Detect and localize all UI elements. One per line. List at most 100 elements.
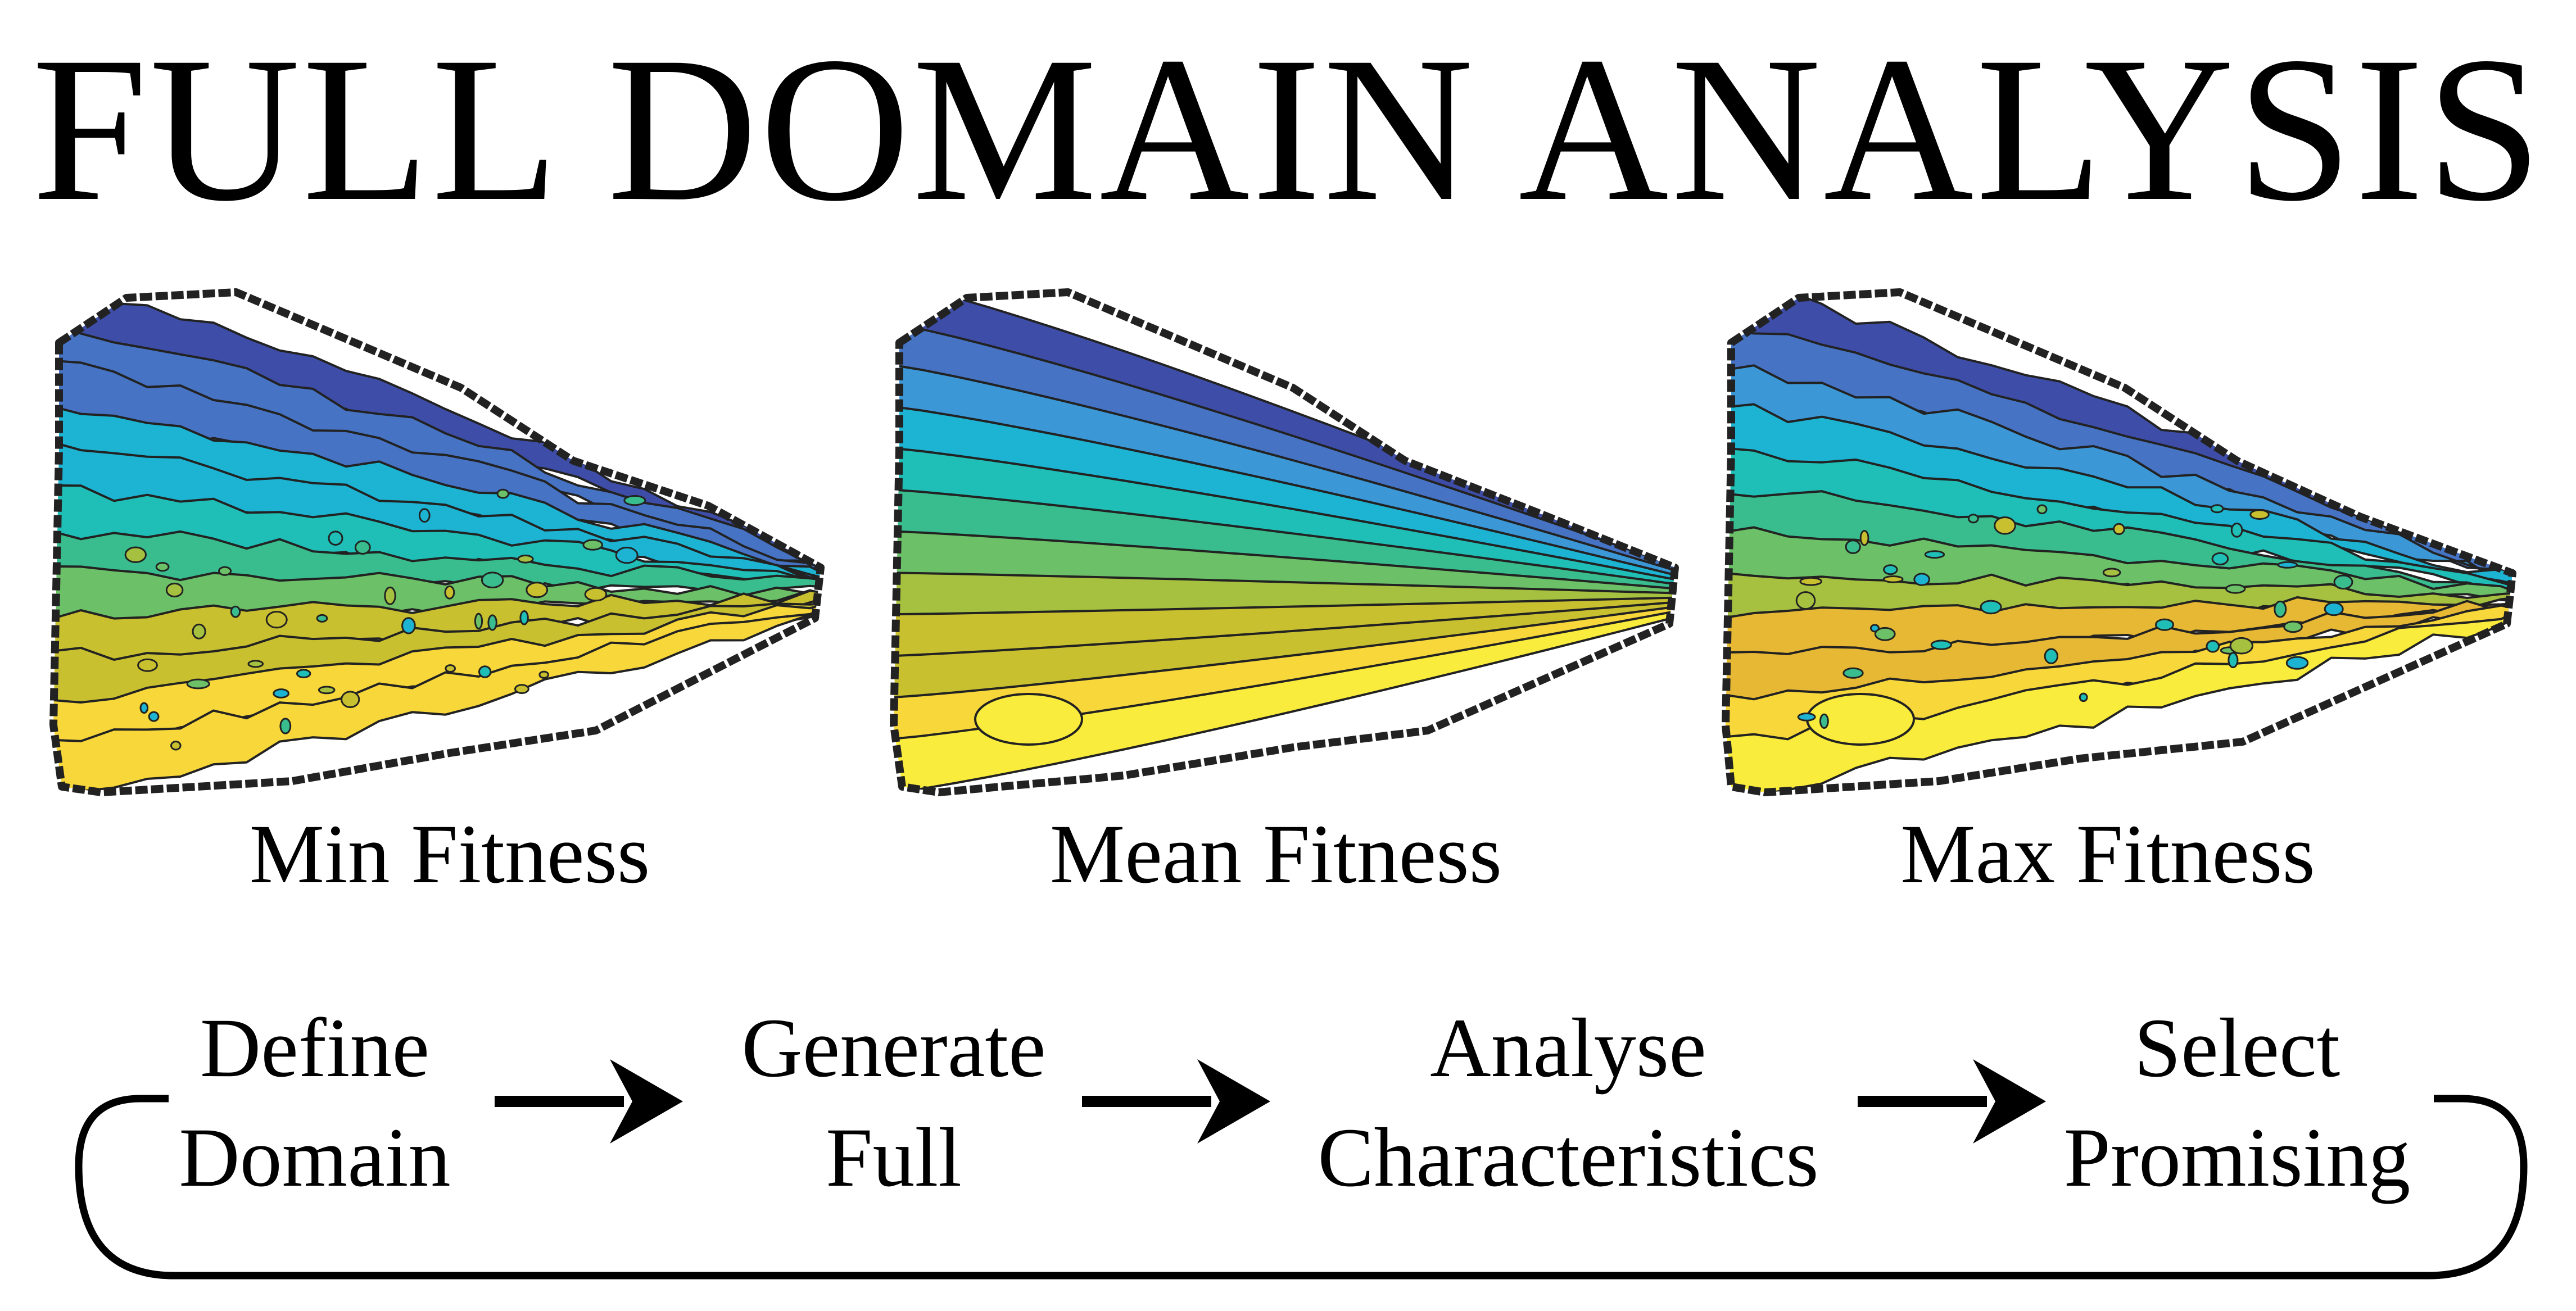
contour-speckle: [2155, 618, 2174, 631]
contour-speckle: [1882, 575, 1904, 583]
contour-speckle: [1842, 667, 1864, 679]
contour-speckle: [170, 741, 182, 751]
arrow-define-to-generate: [495, 1059, 683, 1144]
contour-speckle: [265, 611, 288, 629]
contour-speckle: [2333, 574, 2353, 590]
contour-speckle: [519, 610, 529, 625]
contour-speckle: [445, 664, 456, 673]
contour-speckle: [218, 566, 232, 576]
arrow-analyse-to-select: [1858, 1059, 2046, 1144]
max-fitness-contour-map: [1722, 288, 2516, 796]
contour-speckle: [1819, 713, 1829, 729]
contour-speckle: [316, 614, 328, 623]
contour-speckle: [1859, 530, 1869, 546]
contour-speckle: [139, 702, 149, 714]
contour-speckle: [1874, 627, 1896, 641]
arrow-generate-to-analyse: [1082, 1059, 1270, 1144]
contour-speckle: [296, 669, 311, 678]
step-analyse-line2: Characteristics: [1318, 1111, 1818, 1204]
contour-speckle: [2102, 568, 2121, 578]
panel-label-max-fitness: Max Fitness: [1900, 808, 2315, 901]
contour-speckle: [273, 688, 289, 698]
contour-speckle: [2228, 652, 2239, 669]
contour-speckle: [2283, 620, 2303, 633]
contour-band: [53, 599, 821, 792]
contour-speckle: [1994, 516, 2016, 535]
contour-speckle: [1795, 591, 1816, 610]
contour-speckle: [1883, 564, 1898, 575]
step-analyse-line1: Analyse: [1430, 1001, 1706, 1095]
contour-speckle: [279, 718, 292, 734]
contour-band: [1726, 601, 2512, 792]
contour-speckle: [514, 684, 529, 694]
contour-speckle: [1845, 539, 1861, 554]
contour-speckle: [444, 585, 455, 600]
contour-speckle: [487, 614, 497, 631]
contour-speckle: [2225, 584, 2246, 594]
contour-band: [894, 606, 1675, 792]
contour-speckle: [354, 540, 371, 555]
contour-speckle: [192, 623, 206, 639]
contour-speckle: [2044, 648, 2059, 664]
contour-peak: [974, 693, 1083, 746]
contour-speckle: [2229, 637, 2254, 655]
contour-speckle: [2277, 561, 2298, 569]
step-select-line2: Promising: [2064, 1111, 2411, 1204]
contour-speckle: [517, 555, 534, 564]
contour-speckle: [2079, 692, 2088, 702]
contour-speckle: [186, 678, 210, 689]
contour-speckle: [1797, 713, 1816, 722]
contour-speckle: [584, 587, 608, 602]
contour-speckle: [148, 711, 160, 722]
mean-fitness-contour-map: [890, 288, 1679, 796]
step-select-line1: Select: [2134, 1001, 2340, 1095]
contour-speckle: [2210, 504, 2224, 514]
contour-speckle: [2324, 602, 2344, 616]
contour-speckle: [124, 546, 147, 563]
contour-speckle: [328, 530, 343, 546]
contour-speckle: [1924, 550, 1945, 559]
contour-speckle: [2113, 523, 2125, 536]
page-title: FULL DOMAIN ANALYSIS: [31, 14, 2545, 244]
contour-speckle: [481, 571, 504, 588]
min-fitness-contour-map: [49, 288, 825, 796]
contour-speckle: [2036, 504, 2048, 515]
contour-speckle: [318, 686, 336, 695]
domain-boundary: [49, 288, 825, 796]
domain-boundary: [1722, 288, 2516, 796]
contour-speckle: [230, 605, 241, 618]
contour-speckle: [1967, 514, 1979, 524]
contour-speckle: [582, 539, 603, 551]
contour-speckle: [538, 670, 550, 679]
feedback-loop-bracket: [75, 1095, 2528, 1280]
contour-speckle: [478, 665, 492, 678]
contour-speckle: [1930, 639, 1952, 650]
panel-label-min-fitness: Min Fitness: [250, 808, 650, 901]
step-generate-line2: Full: [826, 1111, 962, 1204]
contour-speckle: [474, 613, 483, 630]
contour-speckle: [418, 508, 431, 523]
domain-boundary: [890, 288, 1679, 796]
contour-speckle: [623, 495, 646, 506]
contour-speckle: [155, 562, 170, 572]
contour-speckle: [2249, 509, 2270, 520]
contour-speckle: [526, 582, 549, 598]
contour-speckle: [247, 660, 264, 668]
step-generate-line1: Generate: [741, 1001, 1045, 1095]
contour-speckle: [2336, 459, 2348, 478]
contour-speckle: [1980, 600, 2002, 615]
contour-speckle: [1799, 577, 1822, 586]
contour-speckle: [2206, 639, 2220, 653]
contour-speckle: [615, 546, 639, 564]
contour-speckle: [137, 658, 158, 672]
contour-speckle: [165, 582, 184, 598]
contour-speckle: [2274, 600, 2287, 618]
contour-speckle: [2285, 656, 2309, 670]
contour-speckle: [341, 691, 360, 708]
contour-speckle: [401, 617, 416, 634]
contour-speckle: [2211, 552, 2229, 566]
contour-speckle: [1913, 573, 1930, 586]
panel-label-mean-fitness: Mean Fitness: [1050, 808, 1502, 901]
step-define-line2: Domain: [179, 1111, 450, 1204]
